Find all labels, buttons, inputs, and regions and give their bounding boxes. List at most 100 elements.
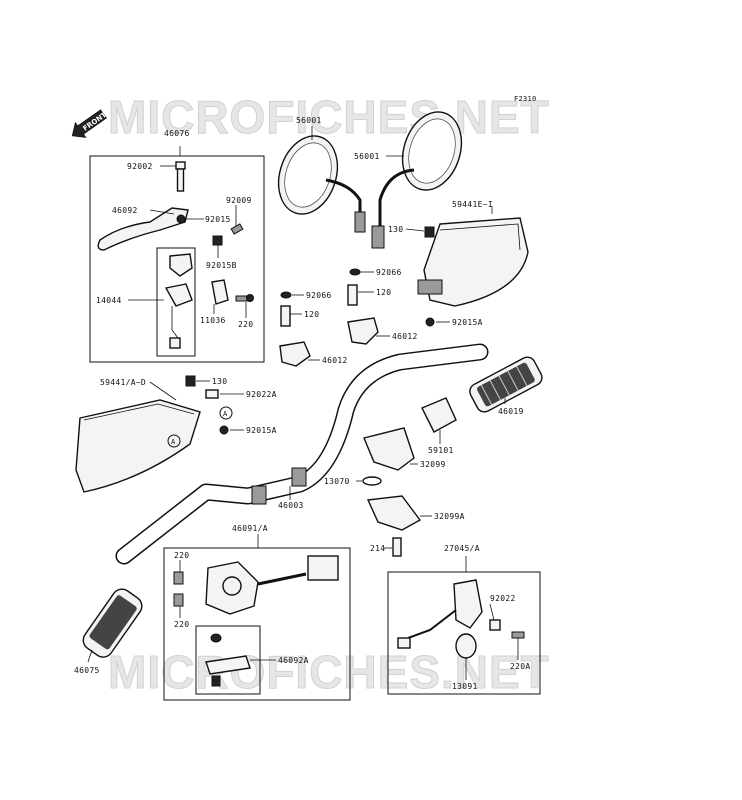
label-13070: 13070 <box>324 477 350 486</box>
front-arrow-icon: FRONT <box>71 109 108 138</box>
washer-92015b <box>212 235 223 246</box>
washer-92066-left <box>280 291 292 299</box>
clamp-46012-right <box>347 317 379 345</box>
label-46012-right: 46012 <box>392 332 418 341</box>
washer-92022a <box>205 389 219 399</box>
label-46092a: 46092A <box>278 656 309 665</box>
switch-subbox <box>156 247 196 357</box>
label-46076: 46076 <box>164 129 190 138</box>
label-56001-left: 56001 <box>296 116 322 125</box>
left-switch-box <box>163 547 351 701</box>
label-56001-right: 56001 <box>354 152 380 161</box>
nut-92015 <box>176 214 186 224</box>
label-11036: 11036 <box>200 316 226 325</box>
bolt-120-left <box>280 305 291 327</box>
throttle-case-32099 <box>363 427 415 471</box>
hand-guard-left <box>75 399 201 493</box>
screw-214 <box>392 537 402 557</box>
clip-92022 <box>489 619 501 631</box>
right-switch-box <box>387 571 541 695</box>
figure-code: F2310 <box>514 95 537 103</box>
label-92015: 92015 <box>205 215 231 224</box>
label-92009: 92009 <box>226 196 252 205</box>
label-14044: 14044 <box>96 296 122 305</box>
label-32099: 32099 <box>420 460 446 469</box>
nut-92015a-right <box>425 317 435 327</box>
bolt-120-right <box>347 284 358 306</box>
mirror-right <box>371 111 463 249</box>
label-220-b: 220 <box>174 620 189 629</box>
lever-bracket-46092a <box>205 655 251 675</box>
watermark-top: MICROFICHES.NET <box>108 91 550 143</box>
throttle-housing-59101 <box>421 397 457 433</box>
label-46003: 46003 <box>278 501 304 510</box>
watermark-bottom: MICROFICHES.NET <box>108 646 550 698</box>
leader-lines <box>87 126 519 680</box>
throttle-case-32099a <box>366 495 422 531</box>
label-92066-right: 92066 <box>376 268 402 277</box>
label-59101: 59101 <box>428 446 454 455</box>
label-46019: 46019 <box>498 407 524 416</box>
clutch-lever-box <box>89 155 265 363</box>
clamp-46012-left <box>279 341 311 367</box>
clutch-lever <box>97 207 189 251</box>
nut-92015a-left <box>219 425 229 435</box>
bracket-upper <box>169 253 193 277</box>
label-220-top: 220 <box>238 320 253 329</box>
label-32099a: 32099A <box>434 512 465 521</box>
label-92015a-right: 92015A <box>452 318 483 327</box>
label-92022a: 92022A <box>246 390 277 399</box>
label-46012-left: 46012 <box>322 356 348 365</box>
screw-220-a <box>173 571 184 585</box>
label-220a: 220A <box>510 662 530 671</box>
label-27045a: 27045/A <box>444 544 480 553</box>
hand-guard-right <box>423 217 529 307</box>
label-130-right: 130 <box>388 225 403 234</box>
screw-92009 <box>230 223 244 235</box>
washer-92066-right <box>349 268 361 276</box>
screw-220-b <box>173 593 184 607</box>
handlebar-pad-1 <box>251 485 267 505</box>
switch-13091 <box>455 633 477 659</box>
clip-11036 <box>211 279 229 305</box>
label-120-right: 120 <box>376 288 391 297</box>
label-92015b: 92015B <box>206 261 237 270</box>
switch-connector <box>169 337 181 349</box>
label-92022: 92022 <box>490 594 516 603</box>
handlebar <box>115 343 489 565</box>
label-13091: 13091 <box>452 682 478 691</box>
mirror-left <box>277 135 366 233</box>
label-120-left: 120 <box>304 310 319 319</box>
callout-a-2-text: A <box>171 438 176 446</box>
ring-13070 <box>362 476 382 486</box>
bolt-130-left <box>185 375 196 387</box>
label-59441e: 59441E~I <box>452 200 493 209</box>
label-46075: 46075 <box>74 666 100 675</box>
handlebar-pad-2 <box>291 467 307 487</box>
label-214: 214 <box>370 544 385 553</box>
left-switch-connector <box>307 555 339 581</box>
label-92015a-left: 92015A <box>246 426 277 435</box>
label-220-a: 220 <box>174 551 189 560</box>
bolt-130-right <box>424 226 435 238</box>
label-59441a: 59441/A~D <box>100 378 146 387</box>
grip-46075 <box>82 588 143 658</box>
label-46091a: 46091/A <box>232 524 268 533</box>
callout-a-1 <box>219 406 233 420</box>
label-46092: 46092 <box>112 206 138 215</box>
right-switch-housing <box>453 579 483 629</box>
callout-a-1-text: A <box>223 410 228 418</box>
callout-a-2 <box>167 434 181 448</box>
bracket-lower <box>164 283 193 307</box>
bracket-guard-right <box>417 279 443 295</box>
screw-220a <box>511 631 525 639</box>
right-switch-connector <box>397 637 411 649</box>
bolt-92002 <box>175 161 186 192</box>
label-130-left: 130 <box>212 377 227 386</box>
label-92066-left: 92066 <box>306 291 332 300</box>
grip-46019 <box>469 356 543 413</box>
screw-subbox <box>211 675 221 687</box>
label-92002: 92002 <box>127 162 153 171</box>
screw-220-top <box>235 294 254 302</box>
